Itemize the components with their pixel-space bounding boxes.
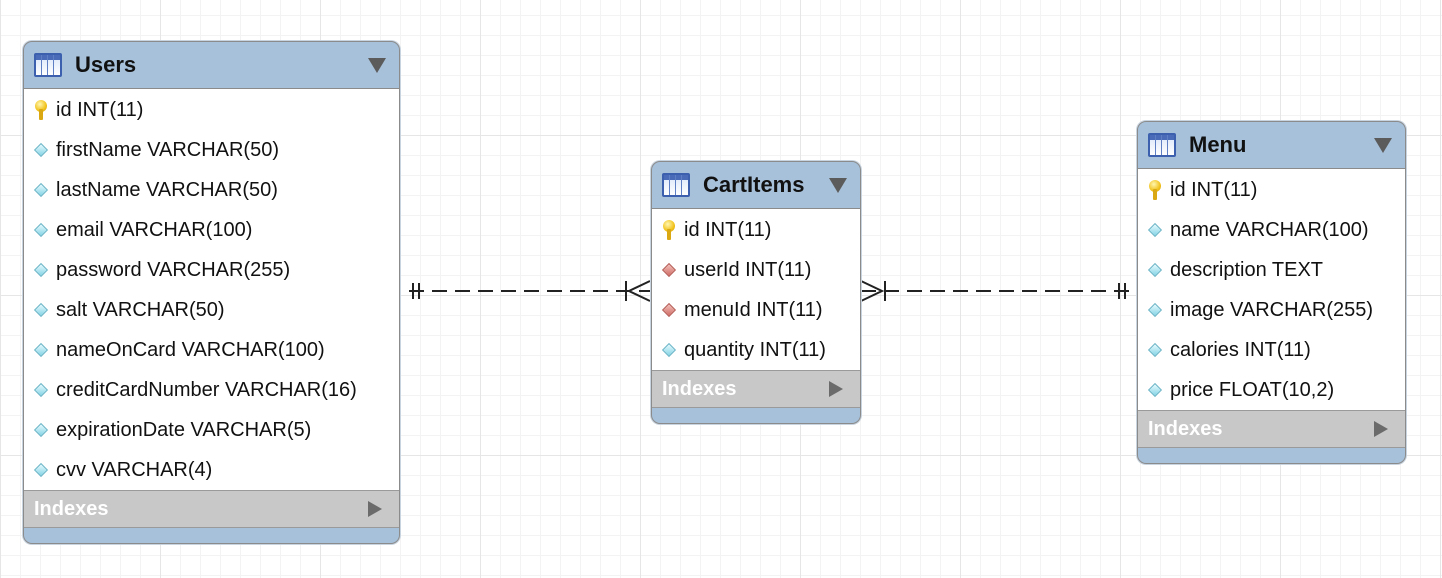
column-row[interactable]: price FLOAT(10,2) — [1138, 370, 1405, 410]
cartitems-column-list: id INT(11) userId INT(11) menuId INT(11) qu… — [652, 209, 860, 370]
column-row[interactable]: expirationDate VARCHAR(5) — [24, 410, 399, 450]
column-label: menuId INT(11) — [684, 298, 823, 321]
crowfoot-cartitems-right — [860, 280, 885, 302]
collapse-triangle-icon[interactable] — [829, 178, 847, 193]
table-icon — [1148, 133, 1176, 157]
table-icon — [34, 53, 62, 77]
column-row[interactable]: cvv VARCHAR(4) — [24, 450, 399, 490]
crowfoot-cartitems-left — [626, 280, 651, 302]
column-row[interactable]: userId INT(11) — [652, 250, 860, 290]
users-table[interactable]: Users id INT(11) firstName VARCHAR(50) las… — [23, 41, 400, 544]
column-diamond-icon — [33, 222, 49, 238]
cartitems-indexes-label: Indexes — [662, 377, 737, 400]
column-diamond-icon — [33, 182, 49, 198]
users-indexes-label: Indexes — [34, 497, 109, 520]
column-label: id INT(11) — [684, 218, 772, 241]
column-row[interactable]: description TEXT — [1138, 250, 1405, 290]
expand-triangle-icon[interactable] — [368, 501, 382, 517]
column-label: cvv VARCHAR(4) — [56, 458, 213, 481]
column-label: calories INT(11) — [1170, 338, 1311, 361]
column-label: quantity INT(11) — [684, 338, 826, 361]
column-diamond-icon — [33, 462, 49, 478]
column-diamond-icon — [661, 342, 677, 358]
column-label: lastName VARCHAR(50) — [56, 178, 278, 201]
table-icon — [662, 173, 690, 197]
column-label: firstName VARCHAR(50) — [56, 138, 279, 161]
column-row[interactable]: firstName VARCHAR(50) — [24, 130, 399, 170]
column-row[interactable]: nameOnCard VARCHAR(100) — [24, 330, 399, 370]
column-label: nameOnCard VARCHAR(100) — [56, 338, 325, 361]
menu-table[interactable]: Menu id INT(11) name VARCHAR(100) descript… — [1137, 121, 1406, 464]
column-row[interactable]: calories INT(11) — [1138, 330, 1405, 370]
column-label: id INT(11) — [56, 98, 144, 121]
users-column-list: id INT(11) firstName VARCHAR(50) lastName … — [24, 89, 399, 490]
cartitems-table-title: CartItems — [703, 172, 805, 197]
column-diamond-icon — [33, 262, 49, 278]
column-row[interactable]: quantity INT(11) — [652, 330, 860, 370]
column-diamond-icon — [33, 382, 49, 398]
column-label: salt VARCHAR(50) — [56, 298, 225, 321]
column-diamond-icon — [1147, 262, 1163, 278]
primary-key-icon — [1148, 180, 1162, 200]
column-diamond-icon — [33, 142, 49, 158]
column-label: creditCardNumber VARCHAR(16) — [56, 378, 357, 401]
column-row[interactable]: name VARCHAR(100) — [1138, 210, 1405, 250]
collapse-triangle-icon[interactable] — [368, 58, 386, 73]
column-diamond-icon — [1147, 302, 1163, 318]
collapse-triangle-icon[interactable] — [1374, 138, 1392, 153]
expand-triangle-icon[interactable] — [1374, 421, 1388, 437]
users-table-header[interactable]: Users — [24, 42, 399, 89]
column-row[interactable]: menuId INT(11) — [652, 290, 860, 330]
menu-table-header[interactable]: Menu — [1138, 122, 1405, 169]
relationship-menu-cartitems[interactable] — [860, 280, 1132, 302]
column-label: expirationDate VARCHAR(5) — [56, 418, 312, 441]
users-table-footer — [24, 528, 399, 543]
column-row[interactable]: creditCardNumber VARCHAR(16) — [24, 370, 399, 410]
column-diamond-icon — [1147, 382, 1163, 398]
column-row[interactable]: id INT(11) — [24, 90, 399, 130]
column-row[interactable]: password VARCHAR(255) — [24, 250, 399, 290]
users-table-title: Users — [75, 52, 137, 77]
column-row[interactable]: email VARCHAR(100) — [24, 210, 399, 250]
column-label: email VARCHAR(100) — [56, 218, 253, 241]
foreign-key-diamond-icon — [661, 262, 677, 278]
column-diamond-icon — [33, 342, 49, 358]
column-diamond-icon — [1147, 222, 1163, 238]
cartitems-table-header[interactable]: CartItems — [652, 162, 860, 209]
expand-triangle-icon[interactable] — [829, 381, 843, 397]
users-indexes-section[interactable]: Indexes — [24, 490, 399, 528]
menu-table-footer — [1138, 448, 1405, 463]
column-row[interactable]: id INT(11) — [1138, 170, 1405, 210]
column-label: description TEXT — [1170, 258, 1324, 281]
column-diamond-icon — [33, 422, 49, 438]
relationship-users-cartitems[interactable] — [409, 280, 651, 302]
menu-indexes-section[interactable]: Indexes — [1138, 410, 1405, 448]
column-label: userId INT(11) — [684, 258, 812, 281]
column-label: image VARCHAR(255) — [1170, 298, 1374, 321]
primary-key-icon — [34, 100, 48, 120]
column-row[interactable]: image VARCHAR(255) — [1138, 290, 1405, 330]
column-diamond-icon — [1147, 342, 1163, 358]
column-row[interactable]: id INT(11) — [652, 210, 860, 250]
menu-table-title: Menu — [1189, 132, 1247, 157]
column-label: password VARCHAR(255) — [56, 258, 291, 281]
column-label: price FLOAT(10,2) — [1170, 378, 1335, 401]
cartitems-table-footer — [652, 408, 860, 423]
cartitems-indexes-section[interactable]: Indexes — [652, 370, 860, 408]
menu-indexes-label: Indexes — [1148, 417, 1223, 440]
primary-key-icon — [662, 220, 676, 240]
column-label: id INT(11) — [1170, 178, 1258, 201]
column-row[interactable]: lastName VARCHAR(50) — [24, 170, 399, 210]
cartitems-table[interactable]: CartItems id INT(11) userId INT(11) menuId… — [651, 161, 861, 424]
column-label: name VARCHAR(100) — [1170, 218, 1369, 241]
column-row[interactable]: salt VARCHAR(50) — [24, 290, 399, 330]
foreign-key-diamond-icon — [661, 302, 677, 318]
menu-column-list: id INT(11) name VARCHAR(100) description T… — [1138, 169, 1405, 410]
column-diamond-icon — [33, 302, 49, 318]
